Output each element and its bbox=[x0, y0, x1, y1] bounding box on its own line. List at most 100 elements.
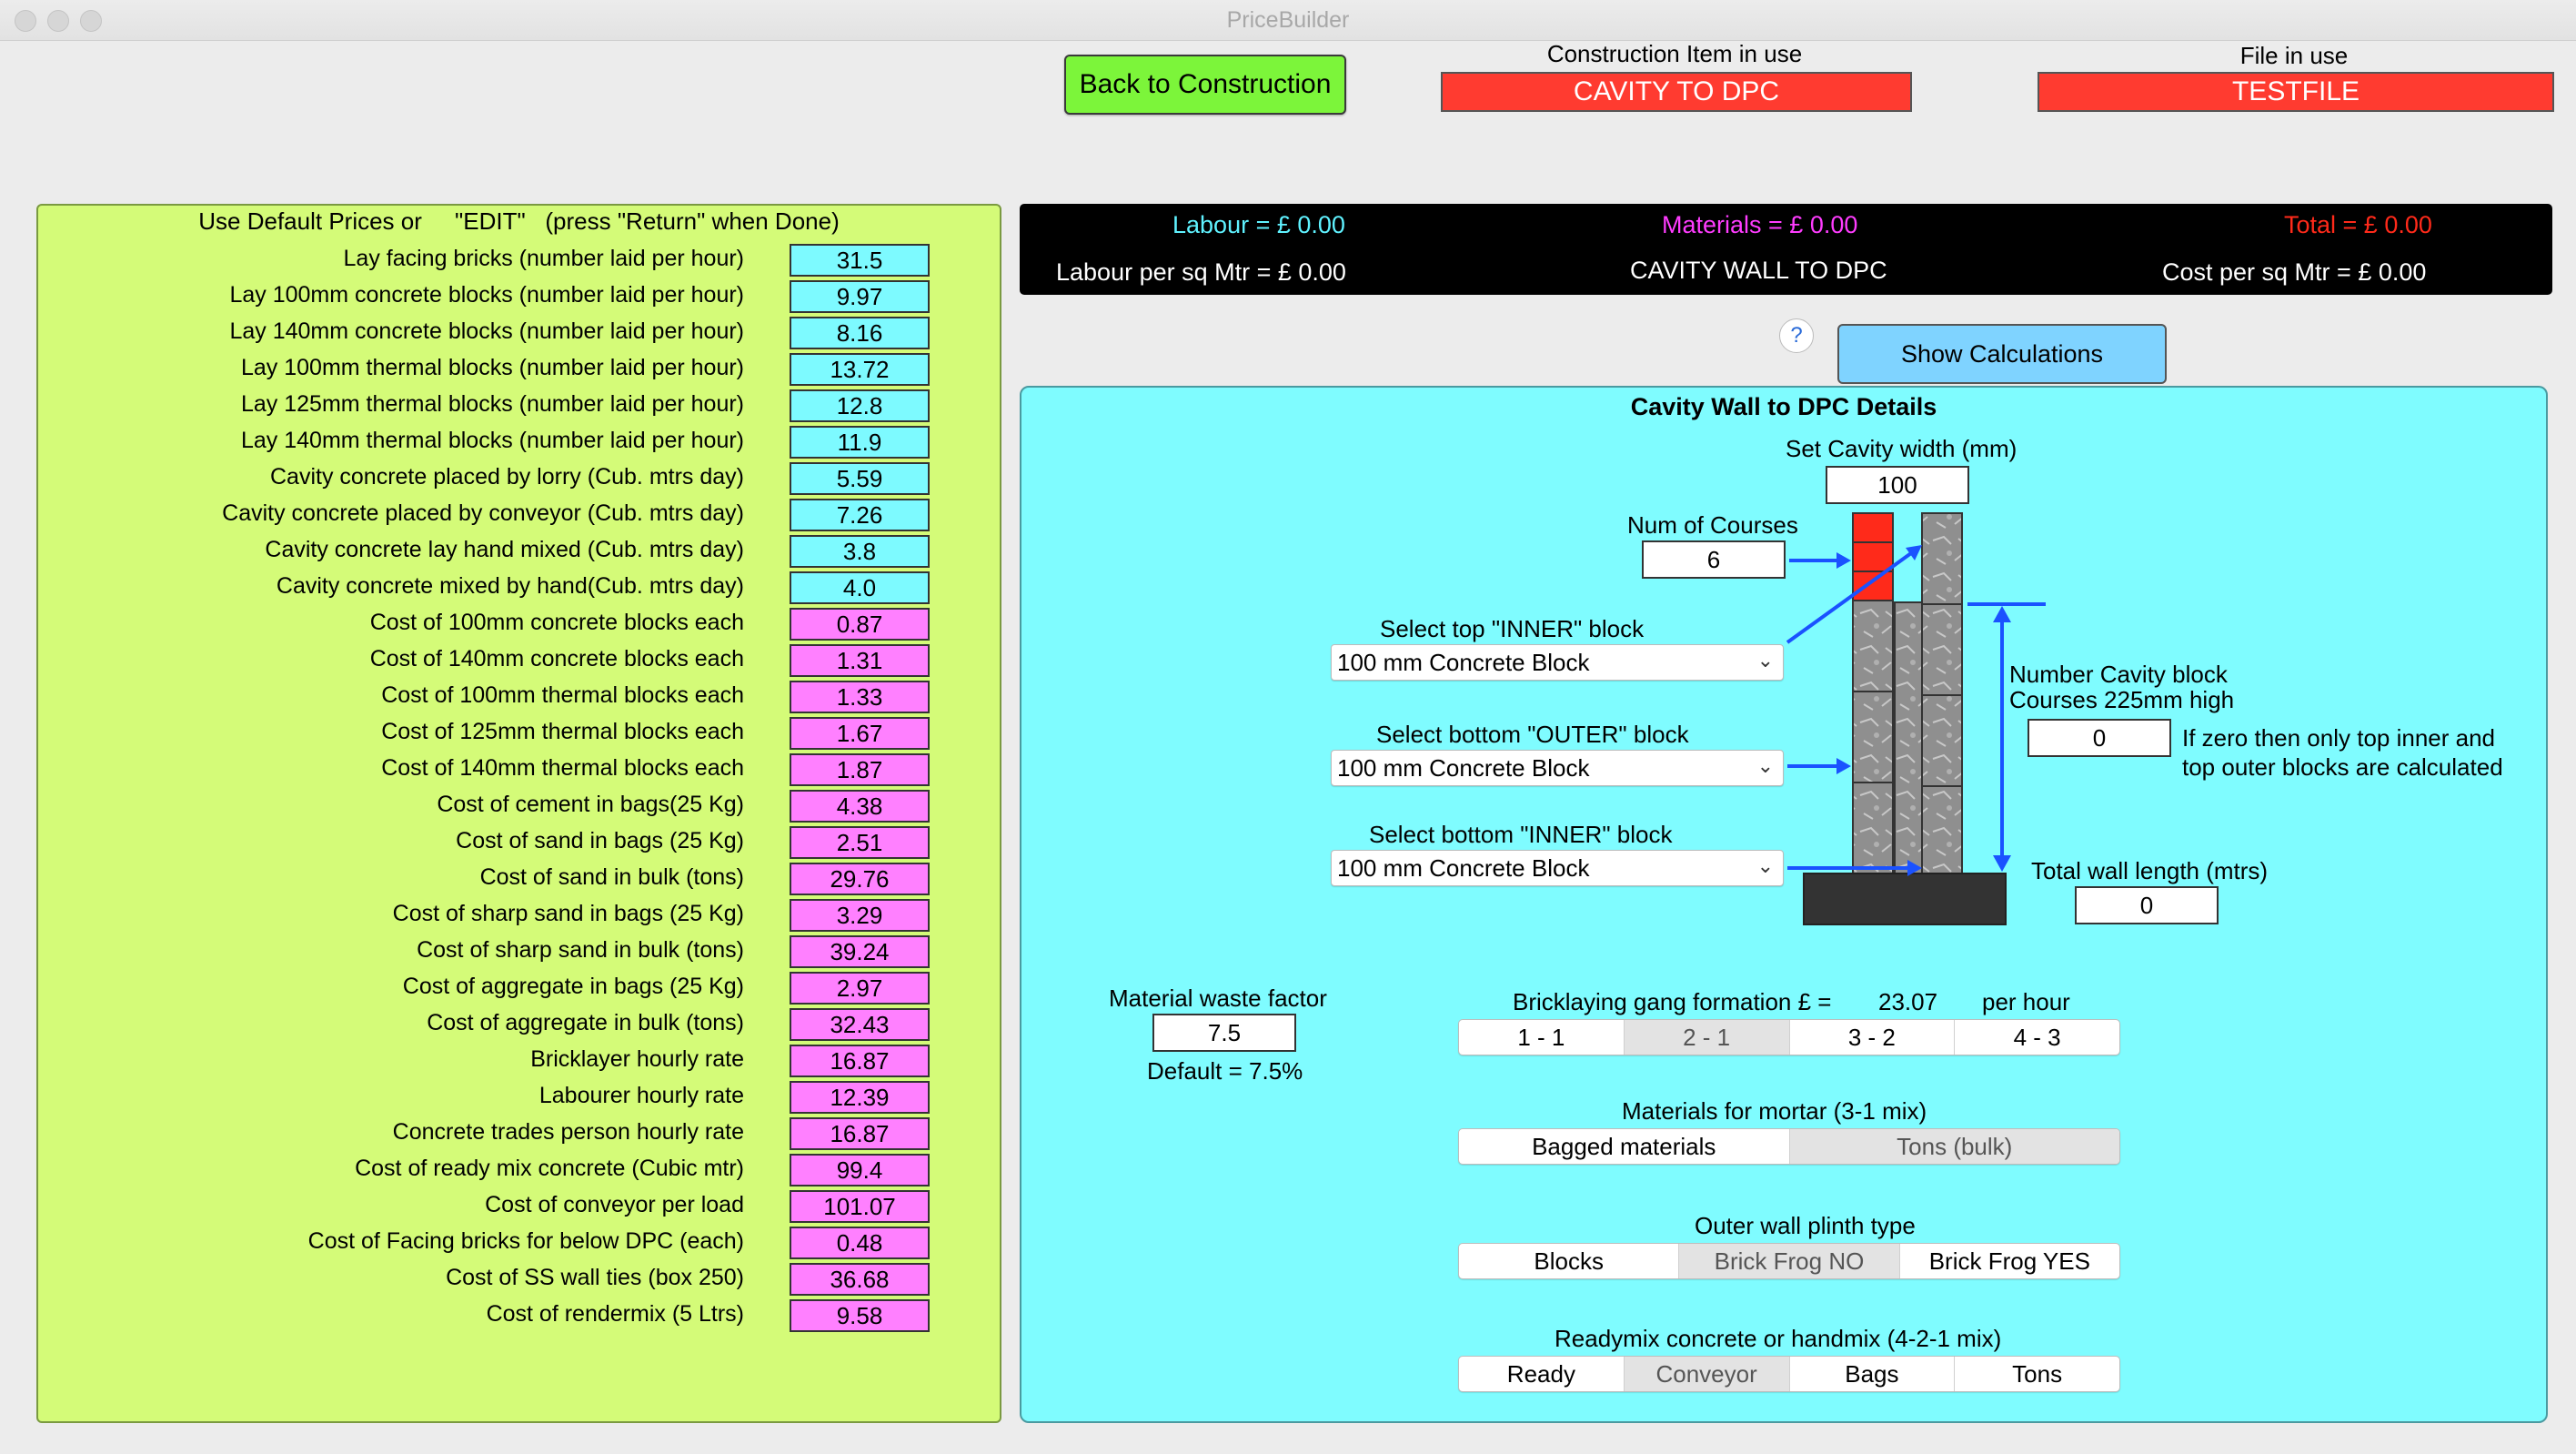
waste-factor-input[interactable]: 7.5 bbox=[1152, 1014, 1296, 1052]
gang-option[interactable]: 3 - 2 bbox=[1790, 1020, 1956, 1055]
readymix-option[interactable]: Tons bbox=[2012, 1359, 2063, 1388]
price-row-value[interactable]: 4.0 bbox=[790, 571, 930, 604]
price-row-value[interactable]: 4.38 bbox=[790, 790, 930, 823]
minimize-window-icon[interactable] bbox=[47, 10, 69, 32]
price-row-value[interactable]: 5.59 bbox=[790, 462, 930, 495]
mortar-option[interactable]: Tons (bulk) bbox=[1789, 1129, 2119, 1164]
num-courses-input[interactable]: 6 bbox=[1642, 540, 1786, 579]
labour-total: Labour = £ 0.00 bbox=[1172, 211, 1345, 238]
price-row-value[interactable]: 12.8 bbox=[790, 389, 930, 422]
wall-length-input[interactable]: 0 bbox=[2075, 886, 2219, 924]
price-row-value[interactable]: 16.87 bbox=[790, 1117, 930, 1150]
price-row-value[interactable]: 39.24 bbox=[790, 935, 930, 968]
price-row-value[interactable]: 31.5 bbox=[790, 244, 930, 277]
plinth-option[interactable]: Brick Frog NO bbox=[1679, 1244, 1900, 1278]
price-row-value[interactable]: 3.29 bbox=[790, 899, 930, 932]
price-row-label: Cost of sand in bulk (tons) bbox=[479, 864, 744, 890]
cavity-courses-input[interactable]: 0 bbox=[2028, 719, 2171, 757]
price-row-label: Cavity concrete placed by lorry (Cub. mt… bbox=[269, 464, 744, 490]
price-row-value[interactable]: 99.4 bbox=[790, 1154, 930, 1186]
waste-factor-label: Material waste factor bbox=[1109, 984, 1327, 1012]
details-title: Cavity Wall to DPC Details bbox=[1630, 393, 1937, 420]
gang-option[interactable]: 4 - 3 bbox=[2013, 1023, 2061, 1051]
red-brick-courses bbox=[1852, 512, 1894, 601]
title-bar: PriceBuilder bbox=[0, 0, 2576, 41]
price-row-value[interactable]: 13.72 bbox=[790, 353, 930, 386]
price-row-value[interactable]: 12.39 bbox=[790, 1081, 930, 1114]
price-row-value[interactable]: 11.9 bbox=[790, 426, 930, 459]
back-to-construction-button[interactable]: Back to Construction bbox=[1064, 55, 1346, 115]
price-row-value[interactable]: 1.31 bbox=[790, 644, 930, 677]
price-row-label: Lay 100mm thermal blocks (number laid pe… bbox=[240, 355, 744, 380]
price-row-value[interactable]: 7.26 bbox=[790, 499, 930, 531]
cavity-courses-label-2: Courses 225mm high bbox=[2009, 686, 2235, 713]
price-row-value[interactable]: 1.33 bbox=[790, 681, 930, 713]
price-row-value[interactable]: 36.68 bbox=[790, 1263, 930, 1296]
price-row-value[interactable]: 29.76 bbox=[790, 863, 930, 895]
cavity-width-input[interactable]: 100 bbox=[1826, 466, 1969, 504]
price-row-value[interactable]: 8.16 bbox=[790, 317, 930, 349]
file-caption: File in use bbox=[2239, 42, 2349, 69]
price-row-value[interactable]: 3.8 bbox=[790, 535, 930, 568]
readymix-option[interactable]: Bags bbox=[1790, 1357, 1956, 1391]
show-calculations-button[interactable]: Show Calculations bbox=[1837, 324, 2167, 384]
price-row-value[interactable]: 9.97 bbox=[790, 280, 930, 313]
price-row-label: Cost of Facing bricks for below DPC (eac… bbox=[307, 1228, 744, 1254]
price-row-value[interactable]: 16.87 bbox=[790, 1045, 930, 1077]
cavity-courses-label-1: Number Cavity block bbox=[2009, 661, 2228, 688]
readymix-option[interactable]: Conveyor bbox=[1624, 1357, 1790, 1391]
close-window-icon[interactable] bbox=[15, 10, 36, 32]
gang-option[interactable]: 1 - 1 bbox=[1459, 1020, 1625, 1055]
plinth-option[interactable]: Brick Frog YES bbox=[1928, 1247, 2090, 1275]
bottom-inner-label: Select bottom "INNER" block bbox=[1369, 821, 1673, 848]
price-row-label: Cost of 125mm thermal blocks each bbox=[381, 719, 744, 744]
price-row-label: Cost of 140mm thermal blocks each bbox=[381, 755, 744, 781]
cavity-wall-details-panel: Cavity Wall to DPC Details Set Cavity wi… bbox=[1020, 386, 2548, 1423]
num-courses-label: Num of Courses bbox=[1627, 511, 1798, 539]
labour-per-sqm: Labour per sq Mtr = £ 0.00 bbox=[1056, 258, 1346, 286]
bottom-outer-select[interactable]: 100 mm Concrete Block ⌄ bbox=[1331, 750, 1784, 786]
price-row-label: Cost of 100mm concrete blocks each bbox=[369, 610, 744, 635]
wall-length-label: Total wall length (mtrs) bbox=[2031, 857, 2269, 884]
top-inner-select[interactable]: 100 mm Concrete Block ⌄ bbox=[1331, 644, 1784, 681]
summary-item-name: CAVITY WALL TO DPC bbox=[1630, 257, 1887, 284]
help-icon[interactable]: ? bbox=[1779, 318, 1814, 353]
materials-total: Materials = £ 0.00 bbox=[1662, 211, 1858, 238]
zoom-window-icon[interactable] bbox=[80, 10, 102, 32]
readymix-option[interactable]: Ready bbox=[1459, 1357, 1625, 1391]
bottom-inner-select[interactable]: 100 mm Concrete Block ⌄ bbox=[1331, 850, 1784, 886]
price-row-value[interactable]: 2.51 bbox=[790, 826, 930, 859]
price-row-value[interactable]: 1.67 bbox=[790, 717, 930, 750]
price-row-value[interactable]: 0.87 bbox=[790, 608, 930, 641]
price-row-label: Lay 140mm thermal blocks (number laid pe… bbox=[240, 428, 744, 453]
plinth-option[interactable]: Blocks bbox=[1459, 1244, 1680, 1278]
price-row-value[interactable]: 9.58 bbox=[790, 1299, 930, 1332]
price-row-label: Cost of SS wall ties (box 250) bbox=[446, 1265, 744, 1290]
waste-factor-default: Default = 7.5% bbox=[1147, 1057, 1303, 1085]
bottom-outer-label: Select bottom "OUTER" block bbox=[1376, 721, 1689, 748]
price-row-label: Cost of cement in bags(25 Kg) bbox=[437, 792, 744, 817]
mortar-label: Materials for mortar (3-1 mix) bbox=[1622, 1097, 1927, 1125]
cavity-width-label: Set Cavity width (mm) bbox=[1786, 435, 2018, 462]
gang-rate: 23.07 bbox=[1878, 988, 1938, 1015]
price-row-value[interactable]: 2.97 bbox=[790, 972, 930, 1005]
price-row-value[interactable]: 0.48 bbox=[790, 1227, 930, 1259]
default-prices-header: Use Default Prices or "EDIT" (press "Ret… bbox=[198, 207, 840, 235]
gang-option[interactable]: 2 - 1 bbox=[1624, 1020, 1790, 1055]
price-row-label: Cost of sharp sand in bulk (tons) bbox=[417, 937, 744, 963]
mortar-option[interactable]: Bagged materials bbox=[1459, 1129, 1790, 1164]
grand-total: Total = £ 0.00 bbox=[2284, 211, 2432, 238]
foundation bbox=[1803, 873, 2007, 925]
bottom-outer-value: 100 mm Concrete Block bbox=[1337, 753, 1590, 782]
price-row-label: Lay 140mm concrete blocks (number laid p… bbox=[229, 318, 744, 344]
price-row-label: Cost of sand in bags (25 Kg) bbox=[456, 828, 744, 853]
price-row-label: Cost of sharp sand in bags (25 Kg) bbox=[392, 901, 744, 926]
price-row-value[interactable]: 101.07 bbox=[790, 1190, 930, 1223]
price-row-value[interactable]: 32.43 bbox=[790, 1008, 930, 1041]
price-row-value[interactable]: 1.87 bbox=[790, 753, 930, 786]
zero-note-1: If zero then only top inner and bbox=[2182, 724, 2496, 752]
